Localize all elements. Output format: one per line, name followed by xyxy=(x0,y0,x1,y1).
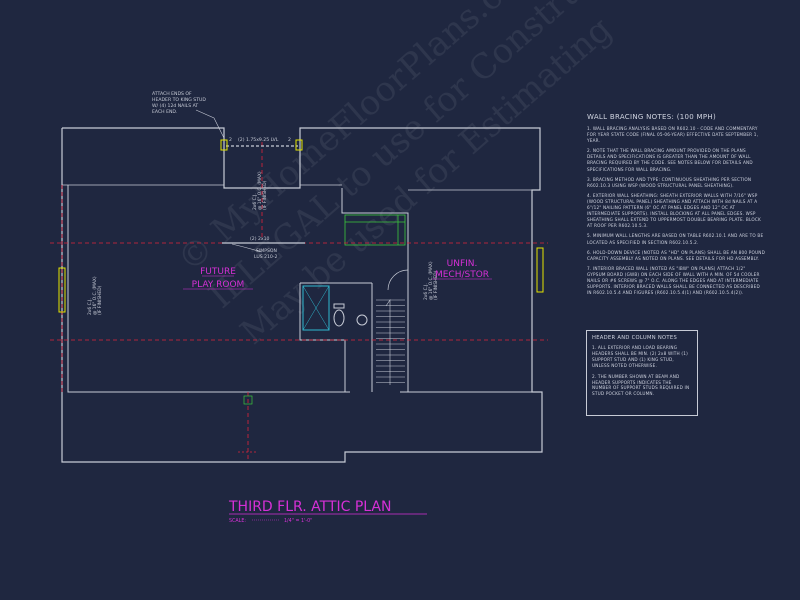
vert-dim-left-l1: 2x6 C.J. xyxy=(87,298,93,315)
beam-headers xyxy=(58,139,544,405)
vert-dim-left-l3: (IF FINISHED) xyxy=(97,285,103,315)
attach-note-line-2: HEADER TO KING STUD xyxy=(152,97,206,103)
toilet-tank xyxy=(333,303,345,309)
attach-note-line-4: EACH END. xyxy=(152,109,177,115)
header-note-1: 1. ALL EXTERIOR AND LOAD BEARING HEADERS… xyxy=(592,345,688,368)
vert-dim-mech-l3: (IF FINISHED) xyxy=(433,270,439,300)
room-play-line-1: FUTURE xyxy=(200,267,236,277)
exterior-walls xyxy=(61,127,543,463)
bracing-note-5: 5. MINIMUM WALL LENGTHS ARE BASED ON TAB… xyxy=(587,233,764,245)
top-header-num-right: 2 xyxy=(288,137,291,143)
header-note-2: 2. THE NUMBER SHOWN AT BEAM AND HEADER S… xyxy=(592,373,690,397)
stair-direction-arrow xyxy=(385,299,391,385)
closet-outline xyxy=(344,214,406,246)
mid-header-label: (2) 2x10 xyxy=(250,236,270,242)
scale-value: 1/4" = 1'-0" xyxy=(284,518,312,524)
attach-note-leader xyxy=(195,109,225,139)
attach-note-line-1: ATTACH ENDS OF xyxy=(152,91,192,97)
bracing-note-6: 6. HOLD-DOWN DEVICE (NOTED AS "HD" ON PL… xyxy=(587,249,766,261)
shower-diag-2 xyxy=(302,285,330,331)
attic-post xyxy=(243,395,253,405)
vert-dim-play-l1: 2x6 C.J. xyxy=(252,193,258,210)
simpson-label-2: LUS 210-2 xyxy=(254,254,277,260)
bracing-note-2: 2. NOTE THAT THE WALL BRACING AMOUNT PRO… xyxy=(587,148,753,172)
toilet xyxy=(333,309,345,327)
vert-dim-mech-l1: 2x6 C.J. xyxy=(423,283,429,300)
vert-dim-play-l2: @ 16" O.C. (MAX) xyxy=(257,171,263,210)
drawing-title: THIRD FLR. ATTIC PLAN xyxy=(228,499,391,515)
bath-stair-walls xyxy=(341,188,409,280)
vert-dim-play-center: 2x6 C.J. @ 16" O.C. (MAX) (IF FINISHED) xyxy=(252,171,268,210)
bracing-note-4: 4. EXTERIOR WALL SHEATHING: SHEATH EXTER… xyxy=(587,192,761,229)
top-header-num-left: 2 xyxy=(229,137,232,143)
upper-wall-outline xyxy=(61,127,543,463)
inner-knee-wall xyxy=(67,185,350,393)
bracing-note-7: 7. INTERIOR BRACED WALL (NOTED AS "IBW" … xyxy=(587,265,760,296)
door-swing xyxy=(387,269,409,291)
drawing-title-block: THIRD FLR. ATTIC PLAN SCALE: 1/4" = 1'-0… xyxy=(228,499,427,524)
vert-dim-left-l2: @ 16" O.C. (MAX) xyxy=(92,276,98,315)
simpson-hanger-arrow xyxy=(231,243,263,253)
storage-closet xyxy=(344,214,406,246)
left-wall-window xyxy=(58,267,66,313)
top-lvl-post-left xyxy=(220,139,228,151)
bath-shower xyxy=(302,285,330,331)
interior-walls xyxy=(299,188,409,392)
top-lvl-post-right xyxy=(295,139,303,151)
bath-walls xyxy=(299,283,346,392)
vert-dim-mech-l2: @ 16" O.C. (MAX) xyxy=(428,261,434,300)
room-labels: FUTURE PLAY ROOM UNFIN. MECH/STOR xyxy=(183,259,492,290)
wall-bracing-notes: WALL BRACING NOTES: (100 MPH) 1. WALL BR… xyxy=(587,113,765,300)
lavatory xyxy=(356,314,368,326)
vert-dim-play-l3: (IF FINISHED) xyxy=(262,180,268,210)
header-column-notes: HEADER AND COLUMN NOTES 1. ALL EXTERIOR … xyxy=(586,330,698,416)
right-wall-window xyxy=(536,247,544,293)
bracing-note-1: 1. WALL BRACING ANALYSIS BASED ON R602.1… xyxy=(587,126,759,144)
stairs xyxy=(376,299,405,385)
header-column-title: HEADER AND COLUMN NOTES xyxy=(592,335,678,341)
top-header-label: (2) 1.75x9.25 LVL xyxy=(238,137,279,143)
plan-callouts: ATTACH ENDS OF HEADER TO KING STUD W/ (4… xyxy=(152,91,291,260)
simpson-label-1: SIMPSON xyxy=(256,248,277,254)
wall-bracing-title: WALL BRACING NOTES: (100 MPH) xyxy=(587,113,716,121)
scale-label: SCALE: xyxy=(229,518,246,524)
vert-dim-left: 2x6 C.J. @ 16" O.C. (MAX) (IF FINISHED) xyxy=(87,276,103,315)
vertical-dim-texts: 2x6 C.J. @ 16" O.C. (MAX) (IF FINISHED) … xyxy=(87,171,439,315)
room-mech-line-1: UNFIN. xyxy=(447,259,478,269)
vert-dim-mech: 2x6 C.J. @ 16" O.C. (MAX) (IF FINISHED) xyxy=(423,261,439,300)
room-mech-line-2: MECH/STOR xyxy=(435,270,489,280)
attach-note-line-3: W/ (4) 12d NAILS AT xyxy=(152,103,198,109)
room-play-line-2: PLAY ROOM xyxy=(192,280,245,290)
bracing-note-3: 3. BRACING METHOD AND TYPE: CONTINUOUS S… xyxy=(587,176,752,188)
